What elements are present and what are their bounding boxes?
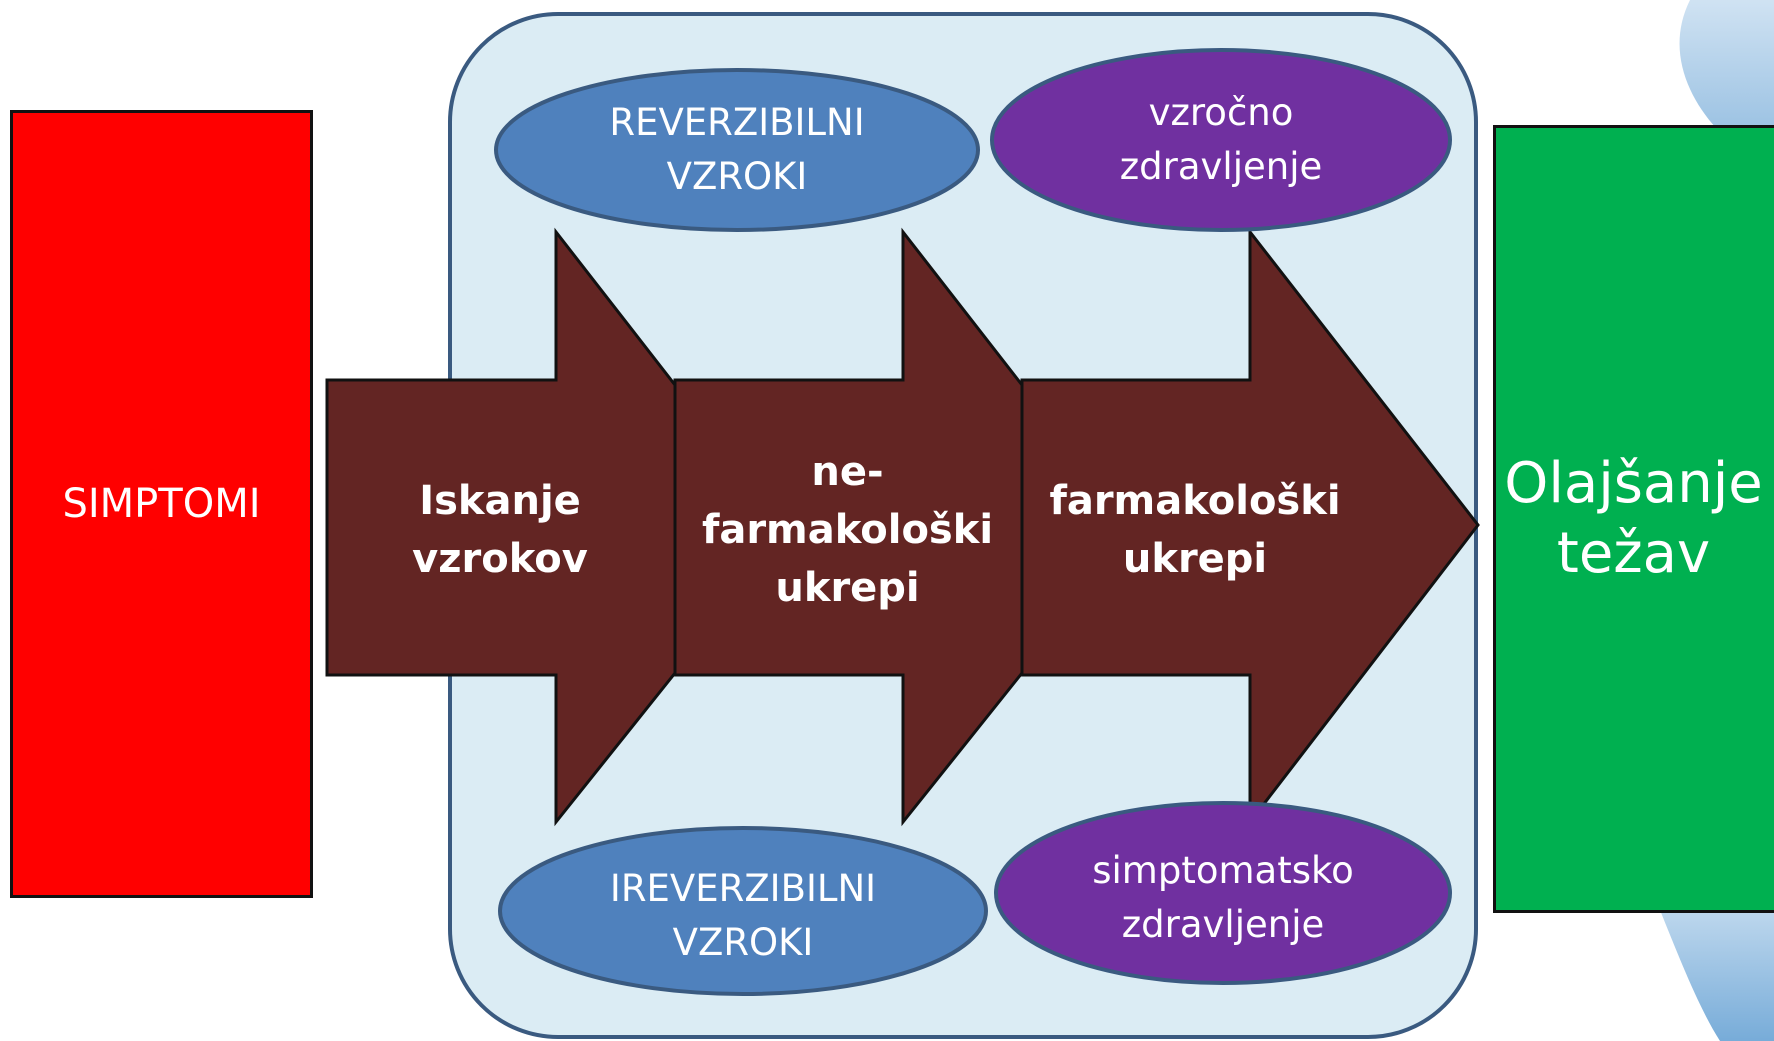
ellipse-irreversible-causes (498, 826, 988, 996)
ellipse-label-causal-treatment: vzročno zdravljenje (1119, 91, 1323, 188)
ellipse-label-irreversible-causes: IREVERZIBILNI VZROKI (609, 867, 877, 964)
arrow-pharmacological (1020, 227, 1480, 827)
ellipse-symptomatic-treatment (994, 801, 1452, 985)
relief-label: Olajšanje težav (1504, 451, 1763, 586)
ellipse-label-reversible-causes: REVERZIBILNI VZROKI (609, 101, 865, 198)
relief-box (1493, 125, 1774, 913)
ellipse-label-symptomatic-treatment: simptomatsko zdravljenje (1092, 849, 1354, 946)
symptoms-box (10, 110, 313, 898)
ellipse-causal-treatment (990, 48, 1452, 232)
symptoms-label: SIMPTOMI (62, 481, 261, 527)
arrow-label-non-pharmacological: ne- farmakološki ukrepi (701, 449, 994, 611)
arrow-label-pharmacological: farmakološki ukrepi (1049, 478, 1341, 582)
arrow-label-search-causes: Iskanje vzrokov (412, 478, 588, 582)
ellipse-reversible-causes (494, 68, 980, 232)
